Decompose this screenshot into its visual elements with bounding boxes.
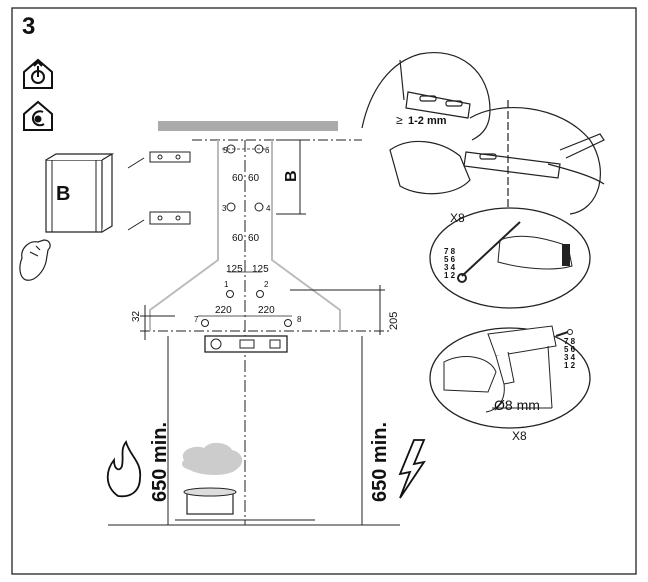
drill-detail: 7 8 5 6 3 4 1 2 [429, 325, 591, 429]
hood-control-panel [204, 335, 288, 353]
marking-detail: 7 8 5 6 3 4 1 2 [429, 207, 591, 309]
svg-text:7 8: 7 8 [564, 337, 576, 346]
svg-text:3 4: 3 4 [444, 263, 456, 272]
hole-1-label: 1 [224, 280, 229, 289]
flame-icon [106, 440, 142, 498]
dim-60-d: 60 [248, 233, 260, 244]
reference-lines [140, 139, 390, 332]
dimension-205-label: 205 [388, 312, 400, 330]
hole-5-label: 5 [223, 146, 228, 155]
hole-4-label: 4 [266, 204, 271, 213]
hood-outline [149, 140, 341, 331]
panel-b: B [45, 153, 115, 233]
bracket-upper [127, 151, 191, 169]
dim-125-a: 125 [226, 264, 243, 275]
hole-8-label: 8 [297, 315, 302, 324]
ceiling-plate [158, 121, 338, 131]
panel-label: B [56, 183, 70, 205]
dimension-b-label: B [283, 170, 300, 182]
hole-2-label: 2 [264, 280, 269, 289]
clearance-lines [108, 336, 400, 526]
svg-text:7 8: 7 8 [444, 247, 456, 256]
min-height-right: 650 min. [369, 422, 391, 502]
dim-125-b: 125 [252, 264, 269, 275]
hole-6-label: 6 [265, 146, 270, 155]
quantity-bottom: X8 [512, 429, 527, 443]
dimension-32-label: 32 [131, 310, 142, 322]
holes-low: 1 2 125 125 [224, 264, 269, 298]
svg-text:1 2: 1 2 [444, 271, 456, 280]
quantity-top: X8 [450, 211, 465, 225]
hob-counterclockwise-icon [23, 100, 53, 131]
step-number: 3 [22, 13, 35, 40]
holes-base: 7 8 220 220 [194, 305, 302, 327]
hole-7-label: 7 [194, 315, 199, 324]
diagram-frame [11, 7, 637, 575]
dim-60-c: 60 [232, 233, 244, 244]
hole-3-label: 3 [222, 204, 227, 213]
svg-text:5 6: 5 6 [564, 345, 576, 354]
zoom-bracket-detail [361, 52, 605, 215]
dimension-32 [140, 305, 175, 340]
drill-diameter: Ø8 mm [494, 397, 540, 413]
holes-middle: 3 4 60 60 [222, 202, 271, 244]
svg-text:1 2: 1 2 [564, 361, 576, 370]
dim-220-a: 220 [215, 305, 232, 316]
dim-220-b: 220 [258, 305, 275, 316]
holes-upper: 5 6 60 60 [222, 144, 270, 184]
dimension-205 [290, 285, 385, 335]
dim-60-b: 60 [248, 173, 260, 184]
dimension-b [276, 139, 306, 215]
min-height-left: 650 min. [149, 422, 171, 502]
lightning-icon [398, 439, 426, 499]
pot-steam [182, 442, 243, 515]
hand-icon [19, 239, 51, 281]
gap-label: 1-2 mm [408, 115, 447, 127]
svg-text:5 6: 5 6 [444, 255, 456, 264]
gap-symbol: ≥ [396, 113, 403, 127]
hob-clockwise-icon [23, 58, 53, 89]
svg-text:3 4: 3 4 [564, 353, 576, 362]
dim-60-a: 60 [232, 173, 244, 184]
bracket-lower [127, 211, 191, 231]
